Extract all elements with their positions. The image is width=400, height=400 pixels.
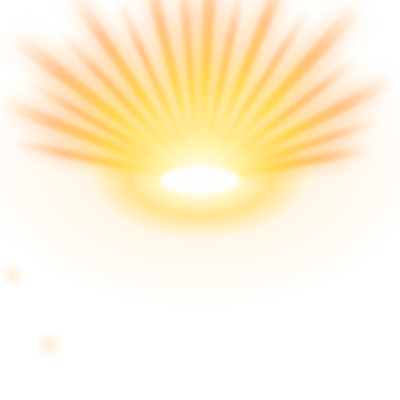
light-ray [114, 0, 202, 183]
light-ray [198, 0, 367, 184]
light-ray [199, 143, 373, 184]
light-ray [198, 0, 295, 183]
light-ray [13, 137, 201, 184]
light-ray [56, 28, 201, 183]
light-ray [176, 0, 202, 183]
light-ray [199, 5, 313, 183]
light-ray [198, 0, 220, 183]
light-ray [198, 0, 248, 183]
light-ray [24, 78, 201, 183]
lens-speck [34, 330, 64, 360]
light-ray [199, 72, 398, 184]
light-ray [199, 115, 382, 184]
light-ray [0, 94, 201, 184]
sunburst-center-hotspot [160, 166, 240, 194]
sunburst-rays-core [0, 0, 398, 184]
light-ray [65, 0, 202, 183]
light-ray [199, 54, 361, 183]
light-ray [139, 0, 202, 183]
light-ray [5, 27, 202, 184]
lens-speck [0, 262, 26, 288]
